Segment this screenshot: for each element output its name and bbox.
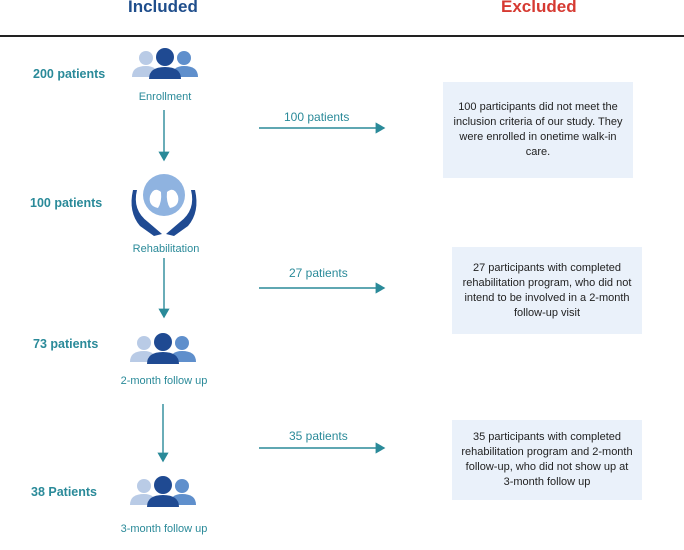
header-divider xyxy=(0,35,684,37)
exclusion-count-1: 100 patients xyxy=(284,110,350,124)
exclusion-count-2: 27 patients xyxy=(289,266,348,280)
people-group-icon xyxy=(130,333,196,364)
stage-label-2month: 2-month follow up xyxy=(120,375,208,387)
exclusion-box-2: 27 participants with completed rehabilit… xyxy=(452,247,642,334)
stage-label-rehabilitation: Rehabilitation xyxy=(132,243,200,255)
stage-label-3month: 3-month follow up xyxy=(120,523,208,535)
stage-count-enrollment: 200 patients xyxy=(33,67,106,81)
people-group-icon xyxy=(130,476,196,507)
people-group-icon xyxy=(132,48,198,79)
excluded-header: Excluded xyxy=(501,0,577,16)
stage-label-enrollment: Enrollment xyxy=(138,91,192,103)
lungs-in-hands-icon xyxy=(131,174,197,236)
exclusion-box-3: 35 participants with completed rehabilit… xyxy=(452,420,642,500)
stage-count-rehabilitation: 100 patients xyxy=(30,196,103,210)
exclusion-box-1: 100 participants did not meet the inclus… xyxy=(443,82,633,178)
included-header: Included xyxy=(128,0,198,16)
stage-count-3month: 38 Patients xyxy=(31,485,98,499)
stage-count-2month: 73 patients xyxy=(33,337,99,351)
exclusion-count-3: 35 patients xyxy=(289,429,348,443)
